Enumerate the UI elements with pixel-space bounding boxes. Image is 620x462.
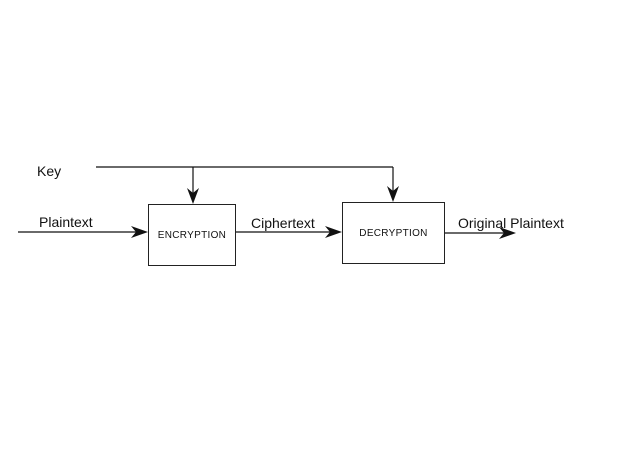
plaintext-label: Plaintext <box>39 214 93 230</box>
encryption-block-label: ENCRYPTION <box>157 229 227 241</box>
decryption-block-label: DECRYPTION <box>359 227 428 239</box>
encryption-block: ENCRYPTION <box>148 204 236 266</box>
ciphertext-arrowhead <box>325 226 342 238</box>
output-arrowhead <box>499 227 516 239</box>
key-to-encryption-arrowhead <box>187 188 199 204</box>
key-to-decryption-arrowhead <box>387 186 399 202</box>
decryption-block: DECRYPTION <box>342 202 445 264</box>
key-label: Key <box>37 163 62 179</box>
plaintext-arrowhead <box>131 226 148 238</box>
original-plaintext-label: Original Plaintext <box>458 215 564 231</box>
ciphertext-label: Ciphertext <box>251 215 315 231</box>
